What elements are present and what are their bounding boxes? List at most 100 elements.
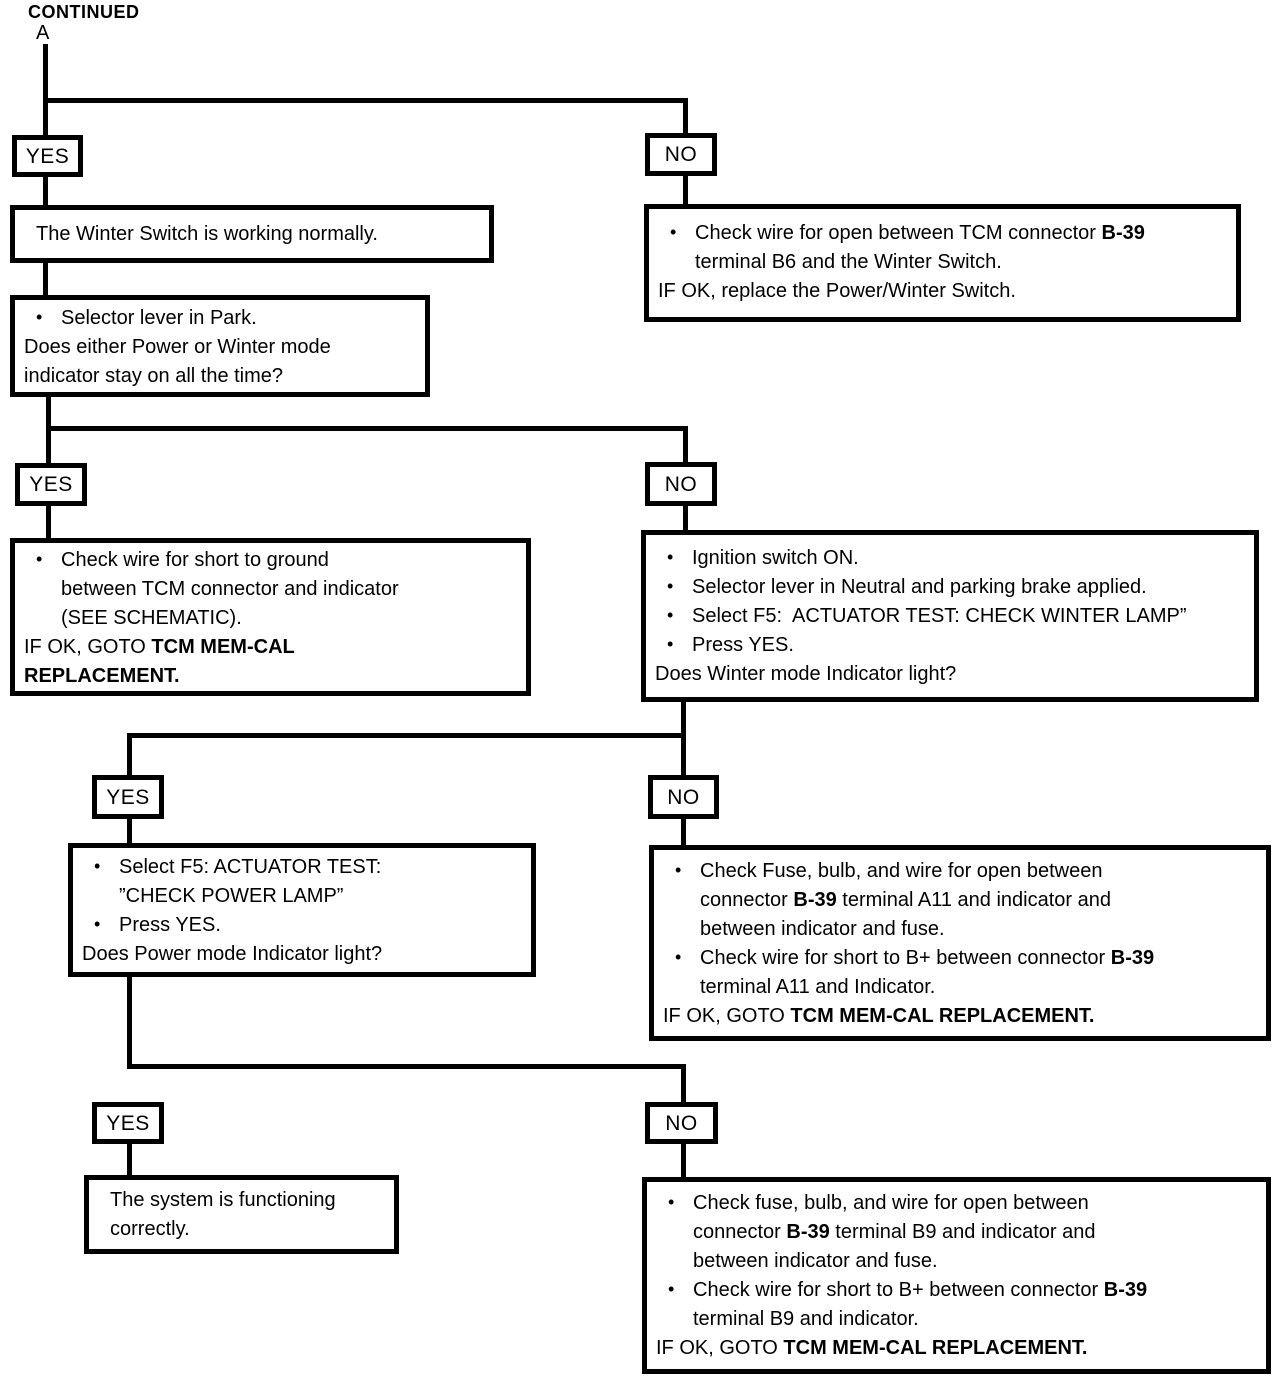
bullet-icon: • — [36, 307, 43, 327]
text-segment: Check wire for short to B+ between conne… — [693, 1279, 1104, 1301]
text-line: terminal B6 and the Winter Switch. — [649, 248, 1236, 277]
flow-connector-line — [681, 733, 686, 778]
flow-connector-line — [127, 733, 132, 778]
text-segment: The system is functioning — [110, 1189, 336, 1211]
text-segment: Check fuse, bulb, and wire for open betw… — [693, 1192, 1089, 1214]
text-line: connector B-39 terminal B9 and indicator… — [647, 1218, 1266, 1247]
text-segment: between indicator and fuse. — [700, 918, 945, 940]
text-segment: IF OK, GOTO — [24, 636, 152, 658]
text-segment: terminal A11 and Indicator. — [700, 976, 936, 998]
text-line: IF OK, GOTO TCM MEM-CAL — [15, 633, 526, 662]
text-segment: Check wire for short to B+ between conne… — [700, 947, 1111, 969]
text-line: • Select F5: ACTUATOR TEST: CHECK WINTER … — [646, 602, 1254, 631]
flow-connector-line — [43, 260, 48, 298]
emphasis-text: B-39 — [793, 889, 837, 911]
text-line: between TCM connector and indicator — [15, 575, 526, 604]
emphasis-text: B-39 — [1101, 222, 1145, 244]
flow-connector-line — [683, 503, 688, 533]
text-line: • Check wire for short to ground — [15, 546, 526, 575]
text-line: •Selector lever in Park. — [15, 304, 425, 333]
text-segment: Press YES. — [119, 914, 221, 936]
text-segment: Ignition switch ON. — [692, 547, 859, 569]
text-line: •Check fuse, bulb, and wire for open bet… — [647, 1189, 1266, 1218]
text-segment: IF OK, GOTO — [656, 1337, 784, 1359]
continued-label: CONTINUED — [28, 2, 140, 22]
text-segment: Check Fuse, bulb, and wire for open betw… — [700, 860, 1103, 882]
flow-connector-line — [46, 503, 51, 541]
text-segment: Select F5: ACTUATOR TEST: CHECK WINTER L… — [692, 605, 1187, 627]
flow-connector-line — [683, 426, 688, 465]
connector-a-label: A — [36, 22, 50, 44]
bullet-icon: • — [667, 634, 674, 654]
yes-branch-label-1: YES — [12, 135, 83, 177]
flow-connector-line — [46, 426, 688, 431]
flow-connector-line — [681, 1141, 686, 1180]
text-segment: Check wire for open between TCM connecto… — [695, 222, 1102, 244]
box-check-fuse-b9: •Check fuse, bulb, and wire for open bet… — [642, 1177, 1271, 1374]
text-line: REPLACEMENT. — [15, 662, 526, 691]
yes-branch-label-3: YES — [92, 775, 164, 819]
flow-connector-line — [681, 699, 686, 738]
bullet-icon: • — [667, 605, 674, 625]
text-segment: between TCM connector and indicator — [61, 578, 399, 600]
emphasis-text: TCM MEM-CAL REPLACEMENT. — [790, 1005, 1095, 1027]
text-segment: terminal B9 and indicator and — [829, 1221, 1096, 1243]
bullet-icon: • — [36, 549, 43, 569]
flow-connector-line — [43, 98, 688, 103]
emphasis-text: B-39 — [1103, 1279, 1148, 1301]
bullet-icon: • — [675, 947, 682, 967]
text-segment: Press YES. — [692, 634, 794, 656]
text-line: IF OK, GOTO TCM MEM-CAL REPLACEMENT. — [647, 1334, 1266, 1363]
flow-connector-line — [683, 98, 688, 137]
text-segment: terminal B6 and the Winter Switch. — [695, 251, 1002, 273]
text-line: ”CHECK POWER LAMP” — [73, 882, 531, 911]
flow-connector-line — [683, 174, 688, 207]
text-line: between indicator and fuse. — [647, 1247, 1266, 1276]
no-branch-label-4: NO — [645, 1102, 718, 1144]
text-line: The system is functioning — [89, 1186, 394, 1215]
text-segment: Selector lever in Neutral and parking br… — [692, 576, 1147, 598]
text-segment: Check wire for short to ground — [61, 549, 329, 571]
bullet-icon: • — [94, 914, 101, 934]
text-segment: The Winter Switch is working normally. — [36, 223, 378, 245]
flow-connector-line — [46, 394, 51, 430]
bullet-icon: • — [94, 856, 101, 876]
text-line: •Check Fuse, bulb, and wire for open bet… — [654, 857, 1266, 886]
text-segment: Does Winter mode Indicator light? — [655, 663, 957, 685]
text-segment: terminal A11 and indicator and — [836, 889, 1111, 911]
flow-connector-line — [681, 1064, 686, 1105]
flow-connector-line — [127, 816, 132, 846]
flow-connector-line — [127, 733, 686, 738]
bullet-icon: • — [670, 222, 677, 242]
emphasis-text: REPLACEMENT. — [24, 665, 180, 687]
text-line: • Press YES. — [73, 911, 531, 940]
yes-branch-label-4: YES — [92, 1102, 164, 1144]
flow-connector-line — [681, 816, 686, 848]
box-check-power-lamp: • Select F5: ACTUATOR TEST: ”CHECK POWER L… — [68, 843, 536, 977]
yes-branch-label-2: YES — [15, 463, 87, 506]
text-segment: Select F5: ACTUATOR TEST: — [119, 856, 382, 878]
flow-connector-line — [43, 44, 48, 139]
text-line: between indicator and fuse. — [654, 915, 1266, 944]
emphasis-text: B-39 — [786, 1221, 830, 1243]
box-system-ok: The system is functioning correctly. — [84, 1175, 399, 1254]
text-line: Does either Power or Winter mode — [15, 333, 425, 362]
flow-connector-line — [46, 426, 51, 466]
text-segment: between indicator and fuse. — [693, 1250, 938, 1272]
bullet-icon: • — [667, 547, 674, 567]
text-line: IF OK, replace the Power/Winter Switch. — [649, 277, 1236, 306]
text-line: •Check wire for short to B+ between conn… — [647, 1276, 1266, 1305]
box-check-wire-open-b6: • Check wire for open between TCM connect… — [644, 204, 1241, 322]
text-segment: correctly. — [110, 1218, 190, 1240]
emphasis-text: TCM MEM-CAL — [151, 636, 295, 658]
text-line: terminal A11 and Indicator. — [654, 973, 1266, 1002]
text-segment: Does Power mode Indicator light? — [82, 943, 383, 965]
text-line: • Check wire for short to B+ between conn… — [654, 944, 1266, 973]
emphasis-text: TCM MEM-CAL REPLACEMENT. — [783, 1337, 1088, 1359]
text-line: (SEE SCHEMATIC). — [15, 604, 526, 633]
text-line: Does Power mode Indicator light? — [73, 940, 531, 969]
text-line: IF OK, GOTO TCM MEM-CAL REPLACEMENT. — [654, 1002, 1266, 1031]
text-line: • Check wire for open between TCM connect… — [649, 219, 1236, 248]
box-check-fuse-a11: • Check Fuse, bulb, and wire for open bet… — [649, 845, 1271, 1041]
